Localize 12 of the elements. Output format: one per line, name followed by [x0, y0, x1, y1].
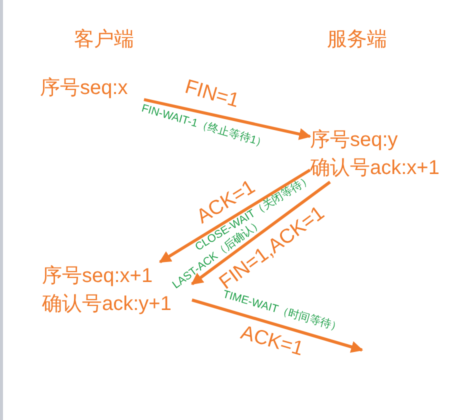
- heading-text: 服务端: [327, 28, 387, 52]
- packet-field-text: 序号seq:y: [310, 128, 398, 153]
- packet-field-text: 确认号ack:x+1: [310, 156, 440, 181]
- edge-label: ACK=1: [238, 322, 306, 362]
- heading-text: 客户端: [74, 28, 134, 52]
- packet-field-text: 序号seq:x: [40, 76, 128, 101]
- arrow: [192, 298, 364, 353]
- arrow: [144, 98, 312, 140]
- arrow: [191, 180, 331, 286]
- packet-field-text: 序号seq:x+1: [42, 264, 153, 289]
- packet-field-text: 确认号ack:y+1: [42, 292, 172, 317]
- arrow: [158, 168, 311, 264]
